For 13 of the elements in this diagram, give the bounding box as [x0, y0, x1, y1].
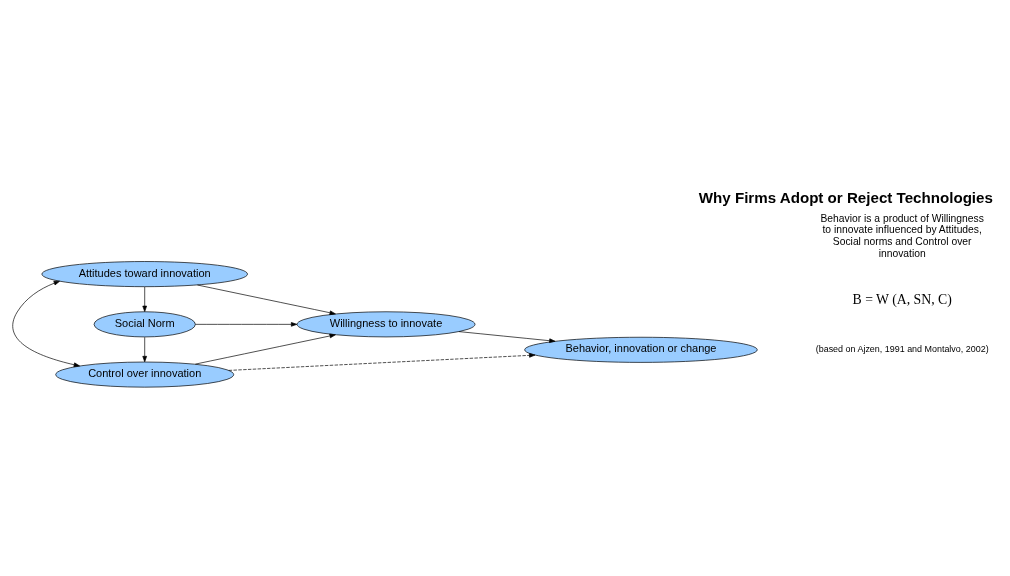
arrow [197, 284, 336, 315]
arrow [142, 286, 147, 312]
label: B = W (A, SN, C) [852, 291, 952, 307]
arrow [195, 322, 298, 327]
label: Behavior is a product of Willingness to innovate influenced by Attitudes, Social norms and Control over innovation [820, 212, 984, 259]
arrow [228, 353, 536, 371]
arrow [12, 280, 80, 367]
arrow [458, 331, 556, 343]
label: (based on Ajzen, 1991 and Montalvo, 2002) [815, 344, 989, 355]
arrow [142, 336, 147, 363]
node-ellipse: Social Norm [93, 311, 196, 338]
diagram-title: Why Firms Adopt or Reject Technologies [698, 188, 993, 206]
arrow [195, 333, 336, 365]
